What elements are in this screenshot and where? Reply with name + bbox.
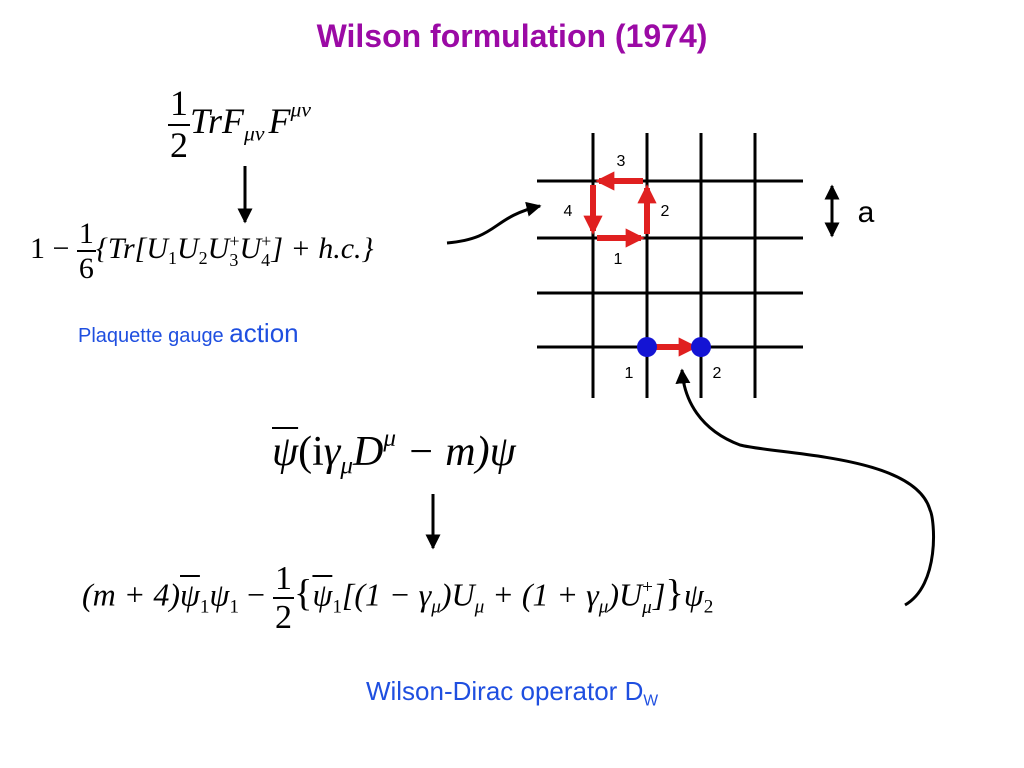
curved-arrow-to-sites: [675, 368, 936, 607]
page-title: Wilson formulation (1974): [316, 18, 708, 54]
continuum-dirac-lagrangian: ψ(iγμDμ − m)ψ: [272, 425, 516, 480]
lattice-site-2: [691, 337, 711, 357]
fraction-sixth: 1 6: [76, 217, 96, 285]
site-label-2: 2: [713, 365, 722, 382]
wilson-dirac-label: Wilson-Dirac operator DW: [365, 676, 659, 710]
plaquette-links: [583, 171, 657, 248]
link-label-4: 4: [564, 203, 573, 220]
curved-arrow-to-plaquette: [446, 201, 542, 245]
spacing-label: a: [858, 196, 875, 229]
lattice-site-1: [637, 337, 657, 357]
fraction-half-2: 1 2: [273, 560, 294, 637]
site-label-1: 1: [625, 365, 634, 382]
link-label-3: 3: [617, 153, 626, 170]
link-label-1: 1: [614, 251, 623, 268]
wilson-dirac-formula: (m + 4)ψ1ψ1 − 1 2 {ψ1[(1 − γμ)Uμ + (1 + …: [82, 560, 714, 637]
plaquette-label: Plaquette gauge action: [78, 318, 299, 348]
fraction-half: 1 2: [168, 83, 190, 165]
lattice-grid: [537, 133, 803, 398]
link-label-2: 2: [661, 203, 670, 220]
